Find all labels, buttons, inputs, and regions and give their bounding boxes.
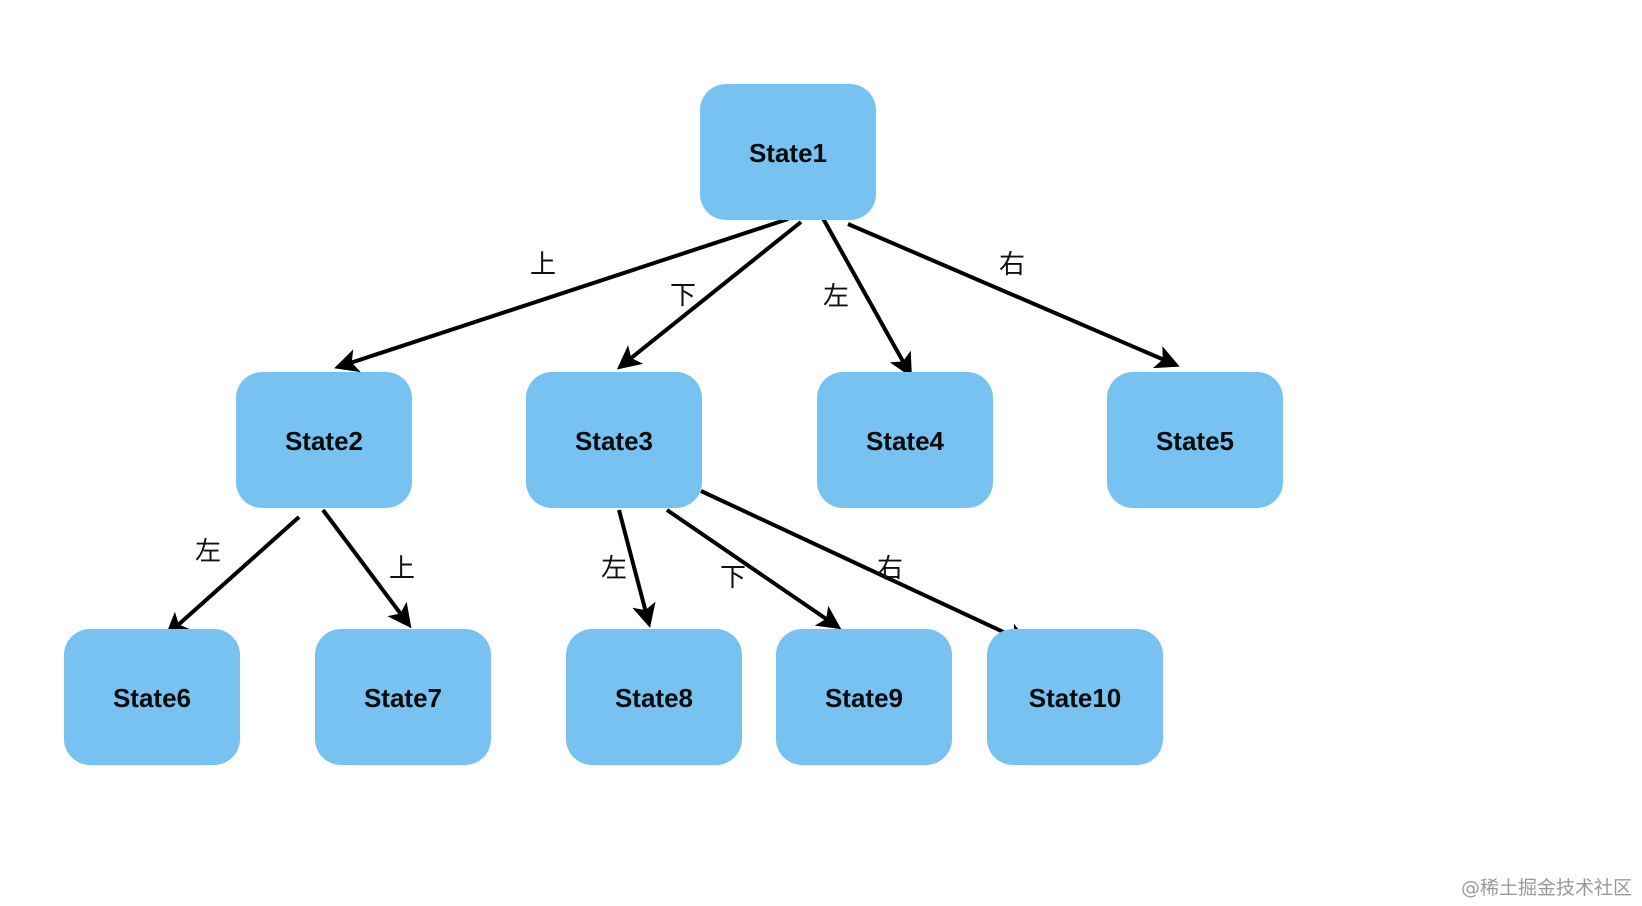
edges-layer: 上下左右左上左下右	[165, 212, 1180, 646]
edge-label: 下	[670, 281, 696, 311]
edge-arrow	[616, 220, 803, 370]
edge-arrow	[665, 508, 842, 630]
state-node-label: State10	[1029, 683, 1122, 713]
edge-label: 上	[389, 554, 415, 584]
state-node-label: State1	[749, 138, 827, 168]
edge-s3-s10: 右	[700, 489, 1031, 646]
edge-label: 右	[999, 250, 1025, 280]
state-node-label: State5	[1156, 426, 1234, 456]
state-node-box	[776, 629, 952, 765]
edge-arrow	[847, 222, 1180, 369]
edge-arrow	[334, 217, 789, 373]
state-node-label: State7	[364, 683, 442, 713]
state-node-label: State3	[575, 426, 653, 456]
state-node-label: State8	[615, 683, 693, 713]
edge-s2-s6: 左	[165, 515, 301, 637]
edge-s1-s2: 上	[334, 217, 789, 373]
edge-s1-s4: 左	[818, 212, 912, 378]
state-node-s10: State10	[987, 629, 1163, 765]
edge-s1-s3: 下	[616, 220, 803, 370]
state-node-s3: State3	[526, 372, 702, 508]
state-node-label: State4	[866, 426, 945, 456]
watermark: @稀土掘金技术社区	[1460, 877, 1632, 899]
edge-arrow	[818, 212, 912, 378]
edge-label: 左	[601, 554, 627, 584]
edge-label: 左	[195, 537, 221, 567]
edge-s1-s5: 右	[847, 222, 1180, 369]
edge-arrow	[700, 489, 1031, 646]
state-node-s1: State1	[700, 84, 876, 220]
edge-s3-s9: 下	[665, 508, 842, 630]
state-node-box	[1107, 372, 1283, 508]
edge-arrow	[617, 509, 656, 628]
edge-arrow	[321, 508, 412, 629]
state-node-label: State9	[825, 683, 903, 713]
edge-label: 右	[877, 554, 903, 584]
state-node-box	[817, 372, 993, 508]
state-node-s6: State6	[64, 629, 240, 765]
state-node-s4: State4	[817, 372, 993, 508]
state-node-box	[236, 372, 412, 508]
edge-label: 上	[530, 250, 556, 280]
state-node-label: State6	[113, 683, 191, 713]
state-node-s9: State9	[776, 629, 952, 765]
state-node-box	[64, 629, 240, 765]
edge-arrow	[165, 515, 301, 637]
state-node-s8: State8	[566, 629, 742, 765]
state-node-box	[315, 629, 491, 765]
edge-label: 左	[823, 282, 849, 312]
state-node-box	[566, 629, 742, 765]
edge-s2-s7: 上	[321, 508, 415, 629]
state-node-s7: State7	[315, 629, 491, 765]
state-node-s5: State5	[1107, 372, 1283, 508]
state-node-box	[987, 629, 1163, 765]
edge-label: 下	[720, 563, 746, 593]
state-node-box	[526, 372, 702, 508]
state-node-s2: State2	[236, 372, 412, 508]
edge-s3-s8: 左	[601, 509, 656, 628]
state-node-box	[700, 84, 876, 220]
state-node-label: State2	[285, 426, 363, 456]
